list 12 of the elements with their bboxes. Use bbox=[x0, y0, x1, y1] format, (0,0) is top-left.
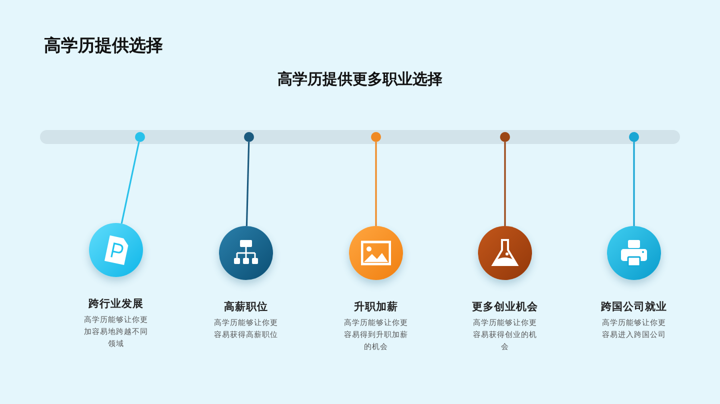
connector-line bbox=[633, 142, 635, 226]
item-heading: 跨行业发展 bbox=[88, 297, 144, 311]
connector-line bbox=[120, 142, 140, 224]
item-heading: 高薪职位 bbox=[224, 300, 268, 314]
connector-line bbox=[504, 142, 506, 226]
connector-line bbox=[375, 142, 377, 226]
item-heading: 跨国公司就业 bbox=[601, 300, 667, 314]
subtitle: 高学历提供更多职业选择 bbox=[278, 70, 442, 89]
item-heading: 更多创业机会 bbox=[472, 300, 538, 314]
item-heading: 升职加薪 bbox=[354, 300, 398, 314]
connector-line bbox=[246, 142, 250, 226]
title: 高学历提供选择 bbox=[44, 35, 163, 57]
